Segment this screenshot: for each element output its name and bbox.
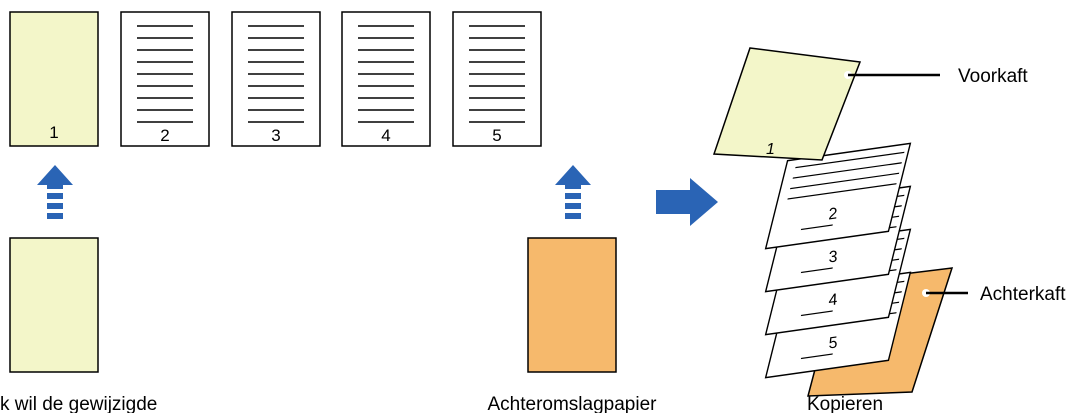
- page-number: 3: [271, 126, 280, 145]
- up-arrow-icon: [37, 165, 73, 219]
- back-cover-paper: [527, 237, 617, 373]
- page-number: 1: [766, 141, 775, 158]
- back-cover-paper-caption: Achteromslagpapier: [488, 394, 658, 413]
- page-number: 4: [827, 291, 838, 309]
- front-cover-paper: [9, 237, 99, 373]
- page-number: 5: [492, 126, 501, 145]
- page-number: 1: [49, 123, 58, 142]
- page-number: 2: [160, 126, 169, 145]
- original-page-4: 4: [341, 11, 431, 147]
- front-cover-label: Voorkaft: [958, 66, 1028, 87]
- back-cover-label: Achterkaft: [980, 284, 1066, 305]
- back-cover-callout: Achterkaft: [922, 284, 1066, 305]
- page-number: 2: [826, 205, 838, 223]
- original-page-2: 2: [120, 11, 210, 147]
- page-number: 5: [827, 334, 838, 352]
- original-page-5: 5: [452, 11, 542, 147]
- front-cover-callout: Voorkaft: [844, 66, 1028, 87]
- output-front-cover: 1: [712, 47, 862, 161]
- copies-caption: Kopieren: [807, 394, 883, 413]
- original-page-1: 1: [9, 11, 99, 147]
- original-page-3: 3: [231, 11, 321, 147]
- page-number: 4: [381, 126, 390, 145]
- output-page-2: 2: [764, 142, 912, 250]
- right-arrow-icon: [656, 178, 718, 226]
- front-cover-paper-caption: k wil de gewijzigde: [0, 394, 157, 413]
- page-number: 3: [827, 248, 838, 266]
- up-arrow-icon: [555, 165, 591, 219]
